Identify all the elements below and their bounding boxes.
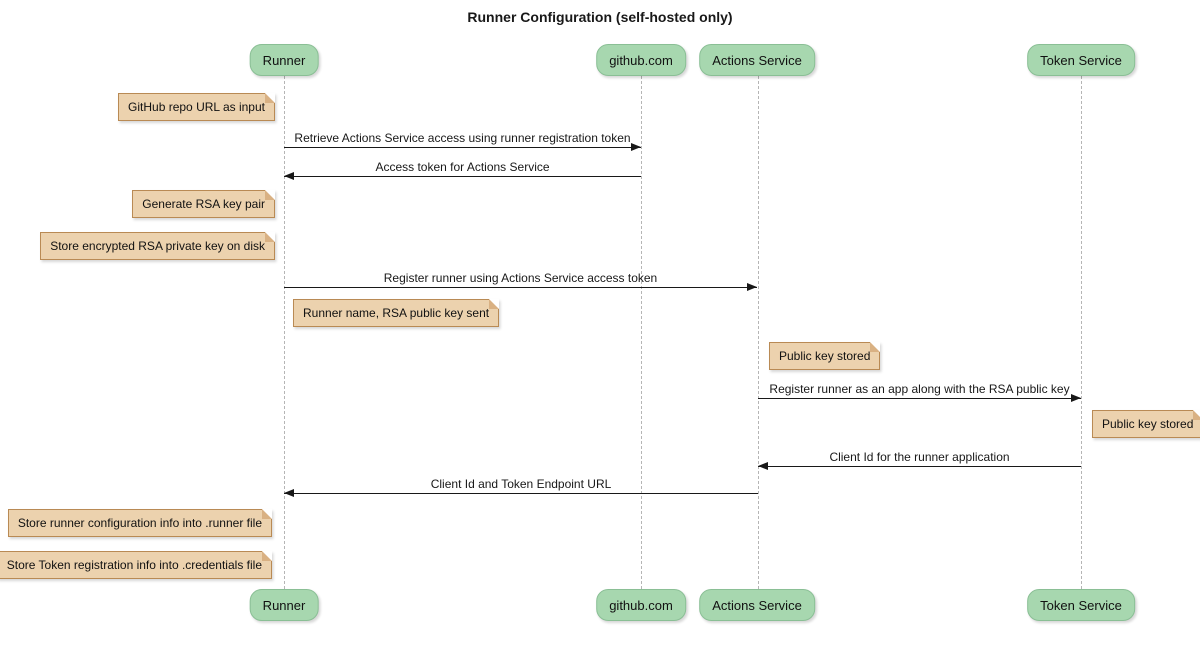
participant-runner-bottom: Runner [249, 589, 319, 621]
arrowhead-right-icon [631, 143, 641, 151]
participant-github-top: github.com [596, 44, 686, 76]
note-generate-rsa-key: Generate RSA key pair [132, 190, 275, 218]
diagram-title: Runner Configuration (self-hosted only) [467, 9, 733, 25]
note-public-key-stored-actions: Public key stored [769, 342, 881, 370]
participant-runner-top: Runner [249, 44, 319, 76]
message-label: Retrieve Actions Service access using ru… [294, 131, 631, 145]
arrowhead-left-icon [758, 462, 768, 470]
message-arrow [758, 466, 1081, 467]
participant-token-service-bottom: Token Service [1027, 589, 1135, 621]
message-label: Register runner as an app along with the… [769, 382, 1070, 396]
lifeline-token-service [1080, 76, 1082, 589]
note-public-key-stored-token: Public key stored [1092, 410, 1200, 438]
message-arrow [758, 398, 1081, 399]
message-arrow [284, 493, 758, 494]
participant-actions-service-top: Actions Service [699, 44, 815, 76]
arrowhead-left-icon [284, 172, 294, 180]
note-store-credentials-file: Store Token registration info into .cred… [0, 551, 273, 579]
message-arrow [284, 147, 641, 148]
message-label: Client Id and Token Endpoint URL [430, 477, 612, 491]
lifeline-actions-service [757, 76, 759, 589]
message-arrow [284, 287, 757, 288]
participant-actions-service-bottom: Actions Service [699, 589, 815, 621]
message-label: Access token for Actions Service [375, 160, 550, 174]
lifeline-github [640, 76, 642, 589]
participant-github-bottom: github.com [596, 589, 686, 621]
lifeline-runner [283, 76, 285, 589]
arrowhead-right-icon [747, 283, 757, 291]
note-runner-name-sent: Runner name, RSA public key sent [293, 299, 500, 327]
message-label: Client Id for the runner application [829, 450, 1010, 464]
participant-token-service-top: Token Service [1027, 44, 1135, 76]
message-arrow [284, 176, 641, 177]
arrowhead-left-icon [284, 489, 294, 497]
message-label: Register runner using Actions Service ac… [383, 271, 658, 285]
note-store-runner-file: Store runner configuration info into .ru… [7, 509, 273, 537]
note-store-private-key: Store encrypted RSA private key on disk [40, 232, 275, 260]
arrowhead-right-icon [1071, 394, 1081, 402]
note-github-repo-url: GitHub repo URL as input [118, 93, 275, 121]
